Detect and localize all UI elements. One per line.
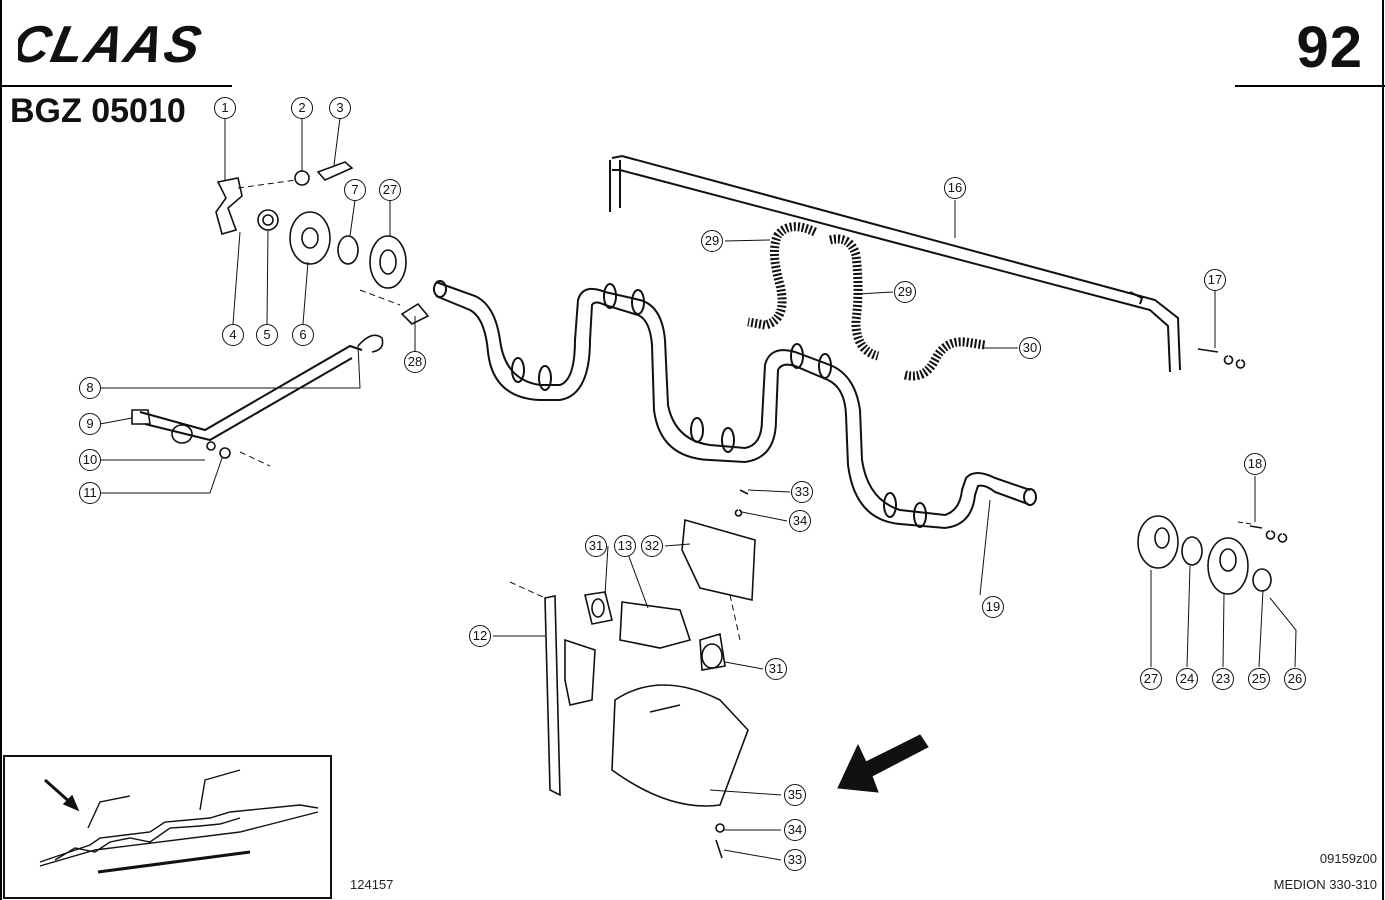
coil-springs xyxy=(747,222,986,381)
page-number: 92 xyxy=(1296,15,1363,80)
drawing-number: 124157 xyxy=(350,877,394,892)
middle-bracket-parts xyxy=(509,489,756,859)
svg-text:CLAAS: CLAAS xyxy=(18,20,208,70)
leader-lines xyxy=(99,117,1297,861)
bent-tube xyxy=(433,280,1037,530)
document-code: BGZ 05010 xyxy=(10,92,186,130)
image-code: 09159z00 xyxy=(1319,851,1377,866)
upper-left-parts xyxy=(131,161,430,467)
overview-inset xyxy=(3,755,332,899)
claas-logo: CLAAS xyxy=(18,20,208,70)
support-bar xyxy=(609,154,1181,373)
model-name: MEDION 330-310 xyxy=(1273,877,1377,892)
right-bearing-parts xyxy=(1137,348,1288,595)
direction-arrow xyxy=(837,734,929,793)
